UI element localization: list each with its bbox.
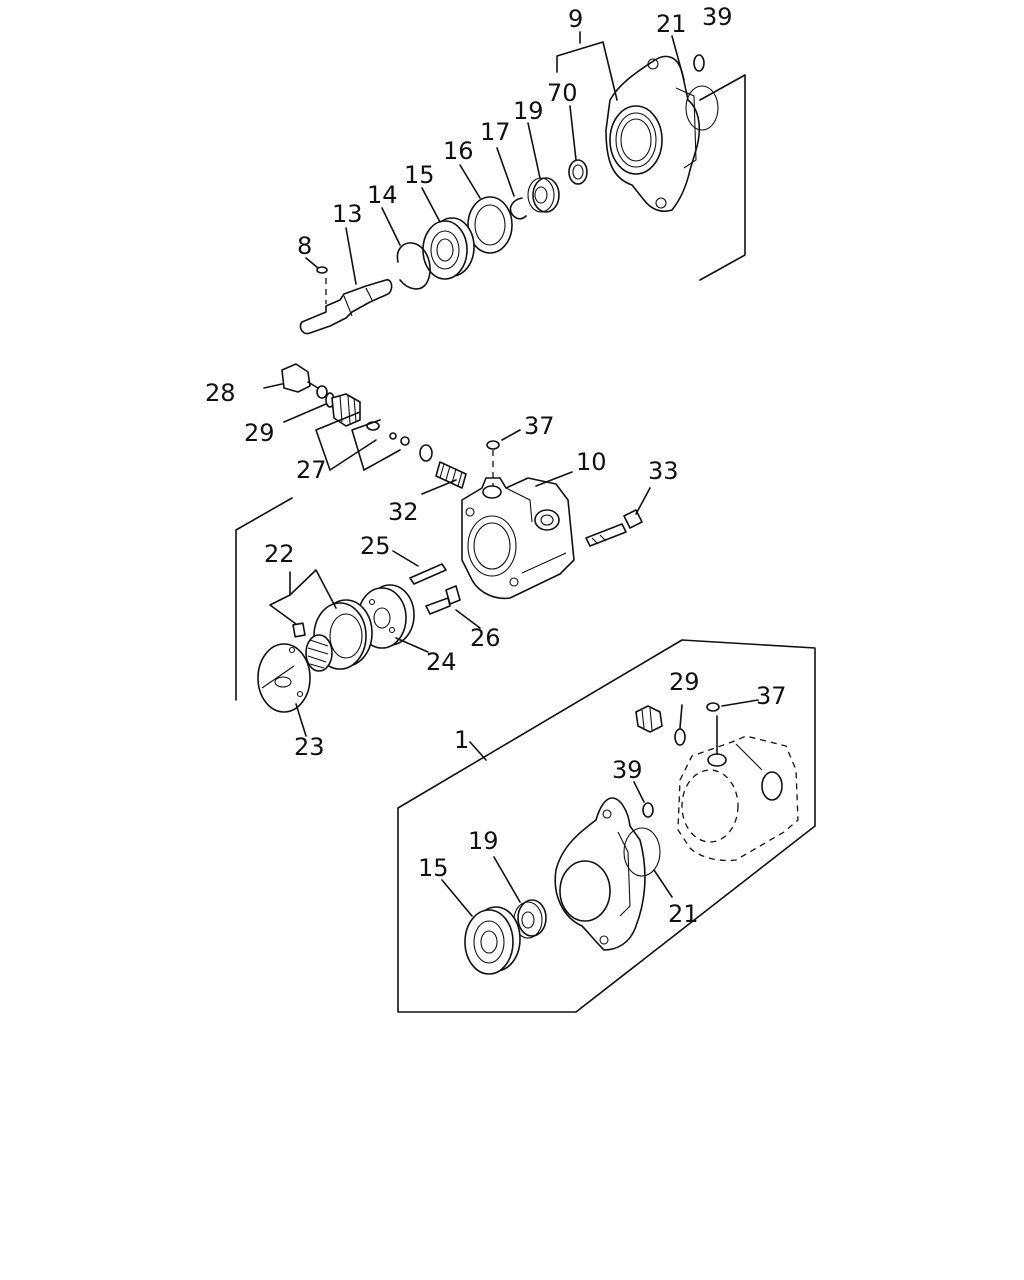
callout-19-assembly: 19 [468, 827, 499, 855]
vane-part [292, 622, 306, 638]
callout-25: 25 [360, 532, 391, 560]
callout-23: 23 [294, 733, 325, 761]
assembly-rear-housing-part [554, 797, 661, 951]
callout-26: 26 [470, 624, 501, 652]
assembly-bearing-part [513, 899, 547, 939]
rear-housing-part [605, 55, 719, 213]
callout-1: 1 [454, 726, 469, 754]
washer-part [467, 196, 513, 254]
pump-assembly-group: 1 29 37 39 19 15 21 [397, 639, 816, 1013]
callout-9: 9 [568, 5, 583, 33]
flow-valve-part [331, 393, 433, 462]
callout-15: 15 [404, 161, 435, 189]
ball-bearing-part [422, 217, 475, 280]
assembly-small-o-ring-part [642, 802, 654, 818]
callout-29-assembly: 29 [669, 668, 700, 696]
callout-22: 22 [264, 540, 295, 568]
assembly-o-ring-part [674, 728, 686, 746]
callout-13: 13 [332, 200, 363, 228]
pressure-plate-part [257, 643, 311, 713]
callout-29: 29 [244, 419, 275, 447]
callout-39-assembly: 39 [612, 756, 643, 784]
front-housing-group: 28 29 27 37 10 33 32 25 22 26 24 23 [205, 363, 679, 761]
callout-39: 39 [702, 3, 733, 31]
callout-10: 10 [576, 448, 607, 476]
callout-28: 28 [205, 379, 236, 407]
circlip-part [396, 242, 431, 290]
callout-21-assembly: 21 [668, 900, 699, 928]
callout-19: 19 [513, 97, 544, 125]
rotor-part [305, 634, 333, 672]
drive-shaft-part [299, 278, 393, 335]
callout-24: 24 [426, 648, 457, 676]
long-bolt-part [585, 509, 643, 547]
callout-15-assembly: 15 [418, 854, 449, 882]
bearing-part [527, 177, 560, 213]
callout-8: 8 [297, 232, 312, 260]
spring-part [435, 461, 467, 489]
needle-bearing-part [568, 159, 588, 185]
assembly-plug-part [635, 705, 663, 733]
callout-70: 70 [547, 79, 578, 107]
plug-part [281, 363, 328, 399]
key-part [316, 266, 328, 274]
callout-32: 32 [388, 498, 419, 526]
cam-ring-part [313, 599, 373, 670]
short-bolt-part [425, 585, 461, 615]
front-housing-part [461, 477, 575, 600]
shaft-assembly-group: 9 21 39 70 19 17 16 15 14 13 8 [297, 3, 746, 335]
callout-14: 14 [367, 181, 398, 209]
callout-17: 17 [480, 118, 511, 146]
assembly-seal-part [706, 702, 720, 712]
assembly-ball-bearing-part [464, 906, 521, 975]
snap-ring-part [509, 197, 527, 220]
callout-21: 21 [656, 10, 687, 38]
seal-ring-part [486, 440, 500, 450]
callout-37: 37 [524, 412, 555, 440]
callout-16: 16 [443, 137, 474, 165]
o-ring-part [693, 54, 705, 72]
dowel-pin-part [409, 563, 447, 585]
assembly-housing-part [677, 715, 799, 862]
callout-33: 33 [648, 457, 679, 485]
callout-37-assembly: 37 [756, 682, 787, 710]
callout-27: 27 [296, 456, 327, 484]
